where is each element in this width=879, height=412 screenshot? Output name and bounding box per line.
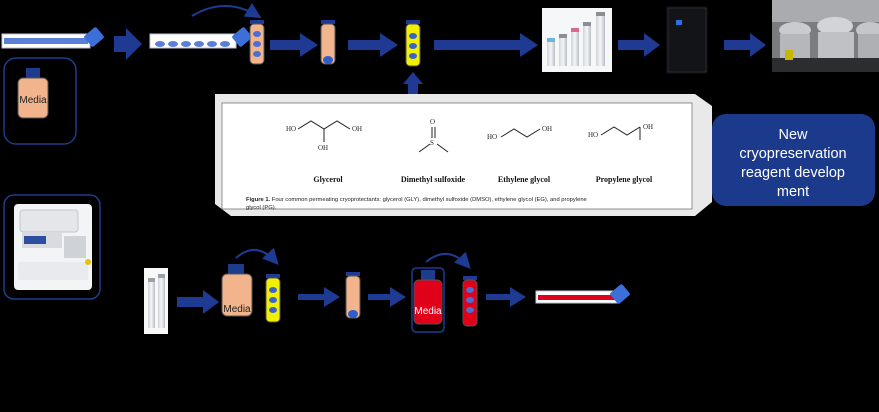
pg-ho: HO bbox=[588, 131, 598, 139]
curve-arrow-bottom-1 bbox=[235, 247, 279, 265]
glycerol-structure bbox=[297, 120, 351, 142]
compound-name-propylene-glycol: Propylene glycol bbox=[596, 175, 653, 184]
compound-name-dmso: Dimethyl sulfoxide bbox=[401, 175, 466, 184]
curve-arrow-bottom-2 bbox=[425, 251, 471, 269]
compound-name-glycerol: Glycerol bbox=[313, 175, 343, 184]
arrow-top-3 bbox=[348, 33, 398, 57]
freezer-photo bbox=[666, 6, 708, 74]
ethylene-glycol-structure bbox=[500, 128, 541, 138]
dmso-o: O bbox=[430, 118, 435, 126]
media-label-top: Media bbox=[19, 95, 47, 106]
eg-oh: OH bbox=[542, 125, 552, 133]
curve-arrow-top bbox=[191, 2, 262, 19]
tube-with-pellet bbox=[320, 20, 336, 65]
red-media-panel: Media bbox=[411, 267, 445, 333]
arrow-top-6 bbox=[724, 33, 766, 57]
glycerol-oh-bottom: OH bbox=[318, 144, 328, 152]
media-label-bottom-red: Media bbox=[414, 306, 442, 317]
glycerol-ho: HO bbox=[286, 125, 296, 133]
tube-pellet-bottom bbox=[345, 272, 361, 319]
tube-yellow-bottom bbox=[265, 274, 281, 323]
media-label-bottom-left: Media bbox=[223, 304, 251, 315]
arrow-bottom-3 bbox=[368, 287, 406, 307]
arrow-top-2 bbox=[270, 33, 318, 57]
figure-panel: HO OH OH O S HO OH HO OH Glycerol Dimeth… bbox=[215, 94, 712, 216]
arrow-up-to-yellow-tube bbox=[403, 72, 423, 96]
new-reagent-line-4: ment bbox=[777, 184, 809, 200]
cryovials-photo bbox=[542, 8, 612, 72]
arrow-top-4 bbox=[434, 33, 538, 57]
arrow-bottom-2 bbox=[298, 287, 340, 307]
arrow-bottom-1 bbox=[177, 290, 219, 314]
propylene-glycol-structure bbox=[600, 126, 641, 140]
new-reagent-box: New cryopreservation reagent develop men… bbox=[712, 114, 875, 206]
media-bottle-bottom: Media bbox=[221, 264, 253, 317]
figure-caption-text: Four common permeating cryoprotectants: … bbox=[270, 197, 587, 203]
new-reagent-line-1: New bbox=[778, 127, 808, 143]
arrow-top-5 bbox=[618, 33, 660, 57]
dmso-s: S bbox=[430, 139, 434, 147]
liquid-nitrogen-tanks-photo bbox=[772, 0, 879, 72]
figure-caption-line1: Figure 1. Four common permeating cryopro… bbox=[246, 197, 587, 203]
arrow-top-1 bbox=[114, 28, 142, 60]
new-reagent-line-3: reagent develop bbox=[741, 165, 845, 181]
culture-flask-bottom bbox=[535, 284, 630, 304]
figure-caption-bold: Figure 1. bbox=[246, 197, 271, 203]
frozen-vials-photo bbox=[144, 268, 168, 334]
culture-flask-1 bbox=[1, 27, 104, 49]
tube-with-cells bbox=[249, 20, 265, 65]
new-reagent-line-2: cryopreservation bbox=[739, 146, 846, 162]
compound-name-ethylene-glycol: Ethylene glycol bbox=[498, 175, 551, 184]
tube-yellow-cryoprotectant bbox=[405, 20, 421, 67]
arrow-bottom-4 bbox=[486, 287, 526, 307]
analyzer-panel bbox=[3, 194, 101, 300]
glycerol-oh-right: OH bbox=[352, 125, 362, 133]
tube-red-bottom bbox=[462, 276, 478, 327]
media-bottle-panel: Media bbox=[3, 57, 77, 145]
eg-ho: HO bbox=[487, 133, 497, 141]
pg-oh: OH bbox=[643, 123, 653, 131]
dmso-structure bbox=[418, 127, 449, 153]
figure-caption-line2: glycol (PG). bbox=[246, 205, 277, 211]
culture-flask-2 bbox=[149, 27, 252, 49]
